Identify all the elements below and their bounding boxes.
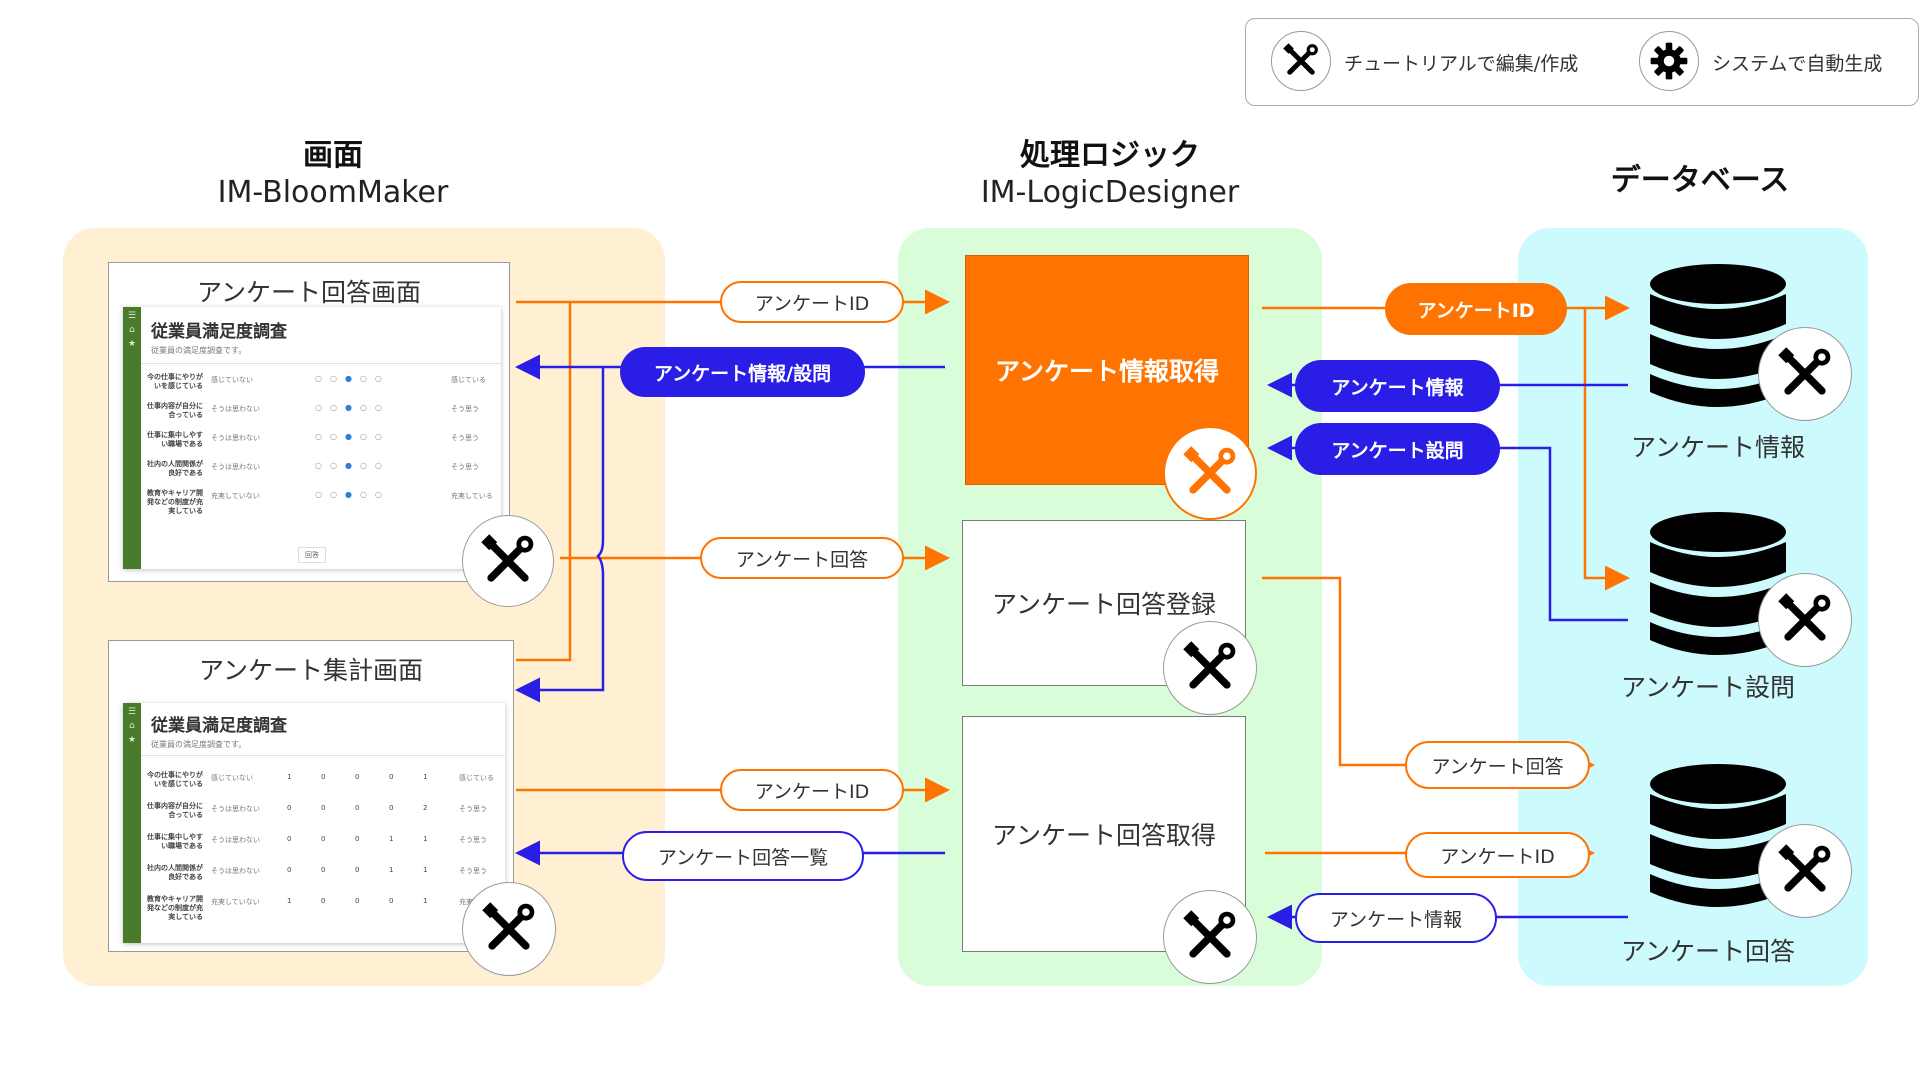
db-label-answers: アンケート回答 [1620, 937, 1795, 966]
summary-screen-title: アンケート集計画面 [198, 656, 423, 685]
mock-sidebar: ☰⌂★ [123, 703, 141, 943]
logic-column-title: 処理ロジック [1020, 138, 1200, 173]
database-icon [1648, 510, 1788, 664]
tools-icon [1758, 573, 1852, 667]
question-row: 社内の人間関係が良好であるそうは思わない○○●○○そう思う [147, 460, 479, 477]
answer-screen-title: アンケート回答画面 [196, 278, 421, 307]
flow-label-info: アンケート情報 [1295, 360, 1500, 412]
mock-sidebar: ☰⌂★ [123, 307, 141, 569]
mock-form-description: 従業員の満足度調査です。 [151, 346, 247, 355]
legend-auto-label: システムで自動生成 [1712, 53, 1883, 75]
divider [141, 363, 501, 364]
radio-group[interactable]: ○○●○○ [315, 490, 390, 499]
flow-label-info-questions: アンケート情報/設問 [620, 347, 865, 397]
question-row: 仕事に集中しやすい職場であるそうは思わない○○●○○そう思う [147, 431, 479, 448]
flow-label-answer: アンケート回答 [1405, 741, 1590, 789]
tools-icon [1163, 426, 1257, 520]
flow-label-id: アンケートID [720, 281, 904, 323]
db-label-info: アンケート情報 [1630, 433, 1805, 462]
divider [141, 755, 505, 756]
screen-column-title: 画面 [303, 138, 363, 173]
question-row: 仕事内容が自分に合っているそうは思わない○○●○○そう思う [147, 402, 479, 419]
answer-form-mock: ☰⌂★ 従業員満足度調査 従業員の満足度調査です。 今の仕事にやりがいを感じてい… [123, 307, 501, 569]
radio-group[interactable]: ○○●○○ [315, 432, 390, 441]
legend: チュートリアルで編集/作成 システムで自動生成 [1245, 18, 1919, 106]
tools-icon [1271, 31, 1331, 91]
database-column-title: データベース [1610, 163, 1790, 198]
flow-label-id: アンケートID [1405, 832, 1590, 878]
question-row: 今の仕事にやりがいを感じている感じていない○○●○○感じている [147, 373, 486, 390]
logic-column-subtitle: IM-LogicDesigner [980, 175, 1240, 210]
flow-label-answer-list: アンケート回答一覧 [622, 831, 864, 881]
flow-label-questions: アンケート設問 [1295, 423, 1500, 475]
submit-button[interactable]: 回答 [298, 547, 326, 563]
flow-label-id: アンケートID [720, 769, 904, 811]
flow-label-info: アンケート情報 [1295, 893, 1497, 943]
tools-icon [462, 515, 554, 607]
tools-icon [1163, 621, 1257, 715]
tools-icon [1163, 890, 1257, 984]
screen-column-subtitle: IM-BloomMaker [217, 175, 449, 210]
summary-form-mock: ☰⌂★ 従業員満足度調査 従業員の満足度調査です。 今の仕事にやりがいを感じてい… [123, 703, 505, 943]
database-icon [1648, 262, 1788, 416]
tools-icon [1758, 824, 1852, 918]
flow-label-id: アンケートID [1385, 283, 1567, 335]
answer-screen: アンケート回答画面 ☰⌂★ 従業員満足度調査 従業員の満足度調査です。 今の仕事… [108, 262, 510, 582]
logic-box-register[interactable]: アンケート回答登録 [962, 520, 1246, 686]
tools-icon [1758, 327, 1852, 421]
mock-form-title: 従業員満足度調査 [151, 716, 287, 736]
mock-form-title: 従業員満足度調査 [151, 322, 287, 342]
question-row: 教育やキャリア開発などの制度が充実している充実していない○○●○○充実している [147, 489, 493, 515]
tools-icon [462, 882, 556, 976]
flow-label-answer: アンケート回答 [700, 537, 904, 579]
radio-group[interactable]: ○○●○○ [315, 461, 390, 470]
mock-form-description: 従業員の満足度調査です。 [151, 740, 247, 749]
db-label-questions: アンケート設問 [1620, 673, 1795, 702]
radio-group[interactable]: ○○●○○ [315, 403, 390, 412]
summary-screen: アンケート集計画面 ☰⌂★ 従業員満足度調査 従業員の満足度調査です。 今の仕事… [108, 640, 514, 952]
radio-group[interactable]: ○○●○○ [315, 374, 390, 383]
database-icon [1648, 762, 1788, 916]
legend-edit-label: チュートリアルで編集/作成 [1344, 53, 1579, 75]
gear-icon [1639, 31, 1699, 91]
